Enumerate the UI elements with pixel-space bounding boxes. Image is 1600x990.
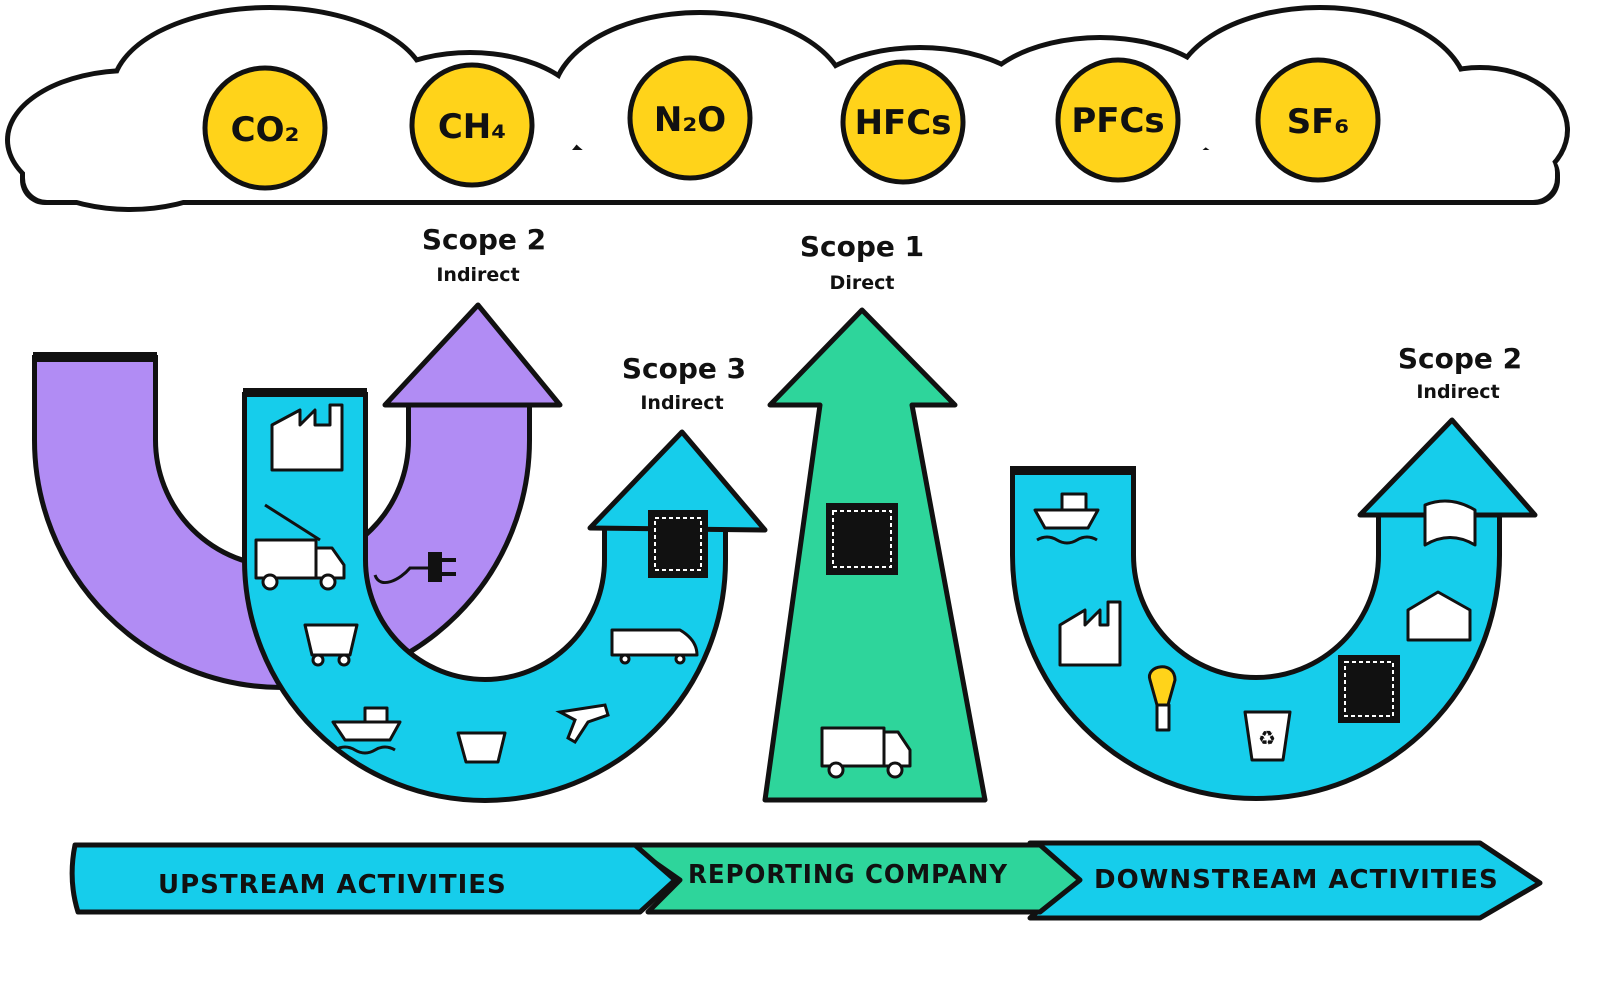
airplane-icon: [555, 703, 610, 745]
gas-label: CH₄: [438, 107, 506, 147]
gas-label: SF₆: [1287, 102, 1350, 142]
svg-text:Indirect: Indirect: [640, 392, 723, 414]
scope1-label: Scope 1 Direct: [800, 230, 924, 294]
plug-icon: [373, 552, 456, 585]
gas-label: CO₂: [231, 110, 300, 150]
band-upstream: [69, 842, 678, 915]
gas-label: HFCs: [855, 103, 952, 143]
bin-icon: [456, 731, 507, 764]
light-bulb-icon: [1148, 665, 1177, 732]
scope2-downstream-arrow: [1010, 417, 1538, 801]
gas-co2: CO₂: [202, 65, 328, 191]
svg-text:Direct: Direct: [830, 272, 895, 294]
value-chain-band: UPSTREAM ACTIVITIES REPORTING COMPANY DO…: [69, 840, 1543, 921]
band-company-label: REPORTING COMPANY: [688, 860, 1008, 890]
office-building-icon: [826, 503, 898, 575]
svg-text:Indirect: Indirect: [1416, 381, 1499, 403]
band-upstream-label: UPSTREAM ACTIVITIES: [158, 870, 507, 900]
svg-text:Scope 1: Scope 1: [800, 230, 924, 263]
truck-icon: [820, 726, 912, 779]
scope2-downstream-label: Scope 2 Indirect: [1398, 342, 1522, 403]
mine-cart-icon: [303, 623, 359, 667]
gas-label: PFCs: [1071, 101, 1164, 141]
scope2-upstream-label: Scope 2 Indirect: [422, 223, 546, 286]
gas-ch4: CH₄: [409, 62, 535, 188]
factory-icon: [1058, 600, 1122, 667]
office-building-icon: [1338, 655, 1400, 723]
svg-text:Indirect: Indirect: [436, 264, 519, 286]
factory-icon: [270, 403, 344, 472]
recycling-bin-icon: ♻: [1243, 710, 1292, 762]
flag-icon: [1423, 499, 1477, 547]
band-company: [627, 842, 1083, 915]
svg-text:Scope 2: Scope 2: [1398, 342, 1522, 375]
scope3-upstream-label: Scope 3 Indirect: [622, 352, 746, 414]
gas-label: N₂O: [654, 100, 726, 140]
svg-text:♻: ♻: [1258, 728, 1276, 750]
ship-icon: [1033, 492, 1100, 545]
svg-text:Scope 3: Scope 3: [622, 352, 746, 385]
gas-pfcs: PFCs: [1055, 57, 1181, 183]
gas-hfcs: HFCs: [840, 59, 966, 185]
gas-n2o: N₂O: [627, 55, 753, 181]
truck-icon: [254, 503, 346, 591]
ship-icon: [331, 706, 402, 755]
gas-sf6: SF₆: [1255, 57, 1381, 183]
office-building-icon: [648, 510, 708, 578]
svg-text:Scope 2: Scope 2: [422, 223, 546, 256]
train-icon: [610, 628, 699, 665]
band-downstream-label: DOWNSTREAM ACTIVITIES: [1094, 865, 1499, 895]
house-icon: [1406, 590, 1472, 642]
